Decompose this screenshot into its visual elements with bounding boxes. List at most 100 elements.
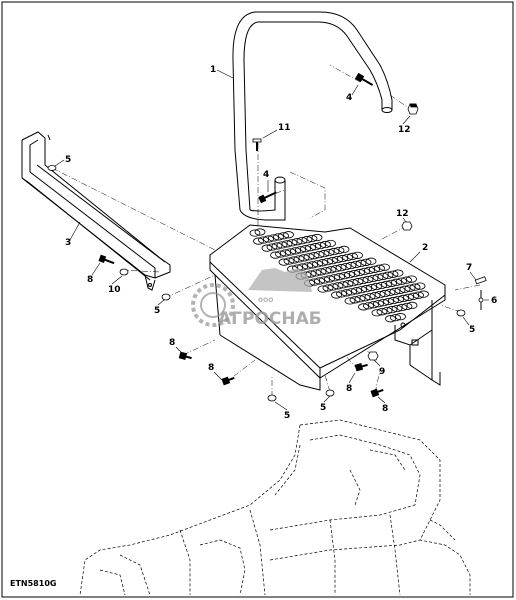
perforation-hole xyxy=(307,261,318,269)
perforation-hole xyxy=(347,252,358,260)
perforation-hole xyxy=(330,265,342,273)
perforation-hole xyxy=(358,303,369,311)
perforation-hole xyxy=(359,294,371,302)
perforation-hole xyxy=(359,267,370,276)
callout-6: 6 xyxy=(491,296,497,306)
callout-7: 7 xyxy=(466,263,472,273)
perforation-hole xyxy=(352,278,364,286)
callout-8-lower-left: 8 xyxy=(208,363,214,373)
perforation-hole xyxy=(408,292,419,300)
perforation-hole xyxy=(315,268,327,276)
perforation-hole xyxy=(310,243,321,251)
perforation-hole xyxy=(396,277,407,285)
perforation-hole xyxy=(341,289,352,297)
perforation-hole xyxy=(391,304,403,313)
perforation-hole xyxy=(364,293,376,301)
perforation-hole xyxy=(322,284,334,292)
perforation-hole xyxy=(399,285,411,293)
perforation-hole xyxy=(364,266,375,274)
perforation-hole xyxy=(278,258,290,266)
perforation-hole xyxy=(342,280,354,288)
perforation-hole xyxy=(291,238,303,246)
perforation-hole xyxy=(362,275,374,284)
callout-10: 10 xyxy=(108,285,121,295)
watermark-company: АГРОСНАБ xyxy=(218,309,322,329)
perforation-hole xyxy=(336,290,347,298)
callout-5-bottom-left: 5 xyxy=(154,306,160,316)
perforation-hole xyxy=(317,259,328,267)
part-3-bracket xyxy=(21,131,171,291)
perforation-hole xyxy=(361,285,372,293)
perforation-hole xyxy=(293,255,305,263)
perforation-hole xyxy=(390,314,401,322)
perforation-hole xyxy=(301,236,313,244)
perforation-hole xyxy=(332,282,344,290)
perforation-hole xyxy=(406,301,418,309)
perforation-hole xyxy=(346,288,357,296)
perforation-hole xyxy=(320,267,332,275)
perforation-hole xyxy=(311,233,323,242)
perforation-hole xyxy=(371,309,383,317)
figure-id: ETN5810G xyxy=(10,579,56,588)
perforation-hole xyxy=(325,239,336,248)
perforation-hole xyxy=(395,313,406,321)
callout-5-right: 5 xyxy=(469,325,475,335)
perforation-hole xyxy=(355,259,367,267)
perforation-hole xyxy=(382,271,394,279)
perforation-hole xyxy=(333,246,345,255)
perforation-hole xyxy=(266,243,278,251)
perforation-hole xyxy=(296,237,308,245)
perforation-hole xyxy=(383,297,394,306)
perforation-hole xyxy=(347,279,359,287)
part-1-handrail xyxy=(232,11,393,221)
callout-leaders xyxy=(54,69,489,411)
perforation-hole xyxy=(376,281,387,290)
perforation-hole xyxy=(253,237,264,245)
part-2-step-platform xyxy=(209,224,446,391)
perforation-hole xyxy=(331,291,342,299)
machine-body-outline xyxy=(79,419,471,596)
perforation-hole xyxy=(360,258,372,266)
perforation-hole xyxy=(418,290,429,298)
perforation-hole xyxy=(328,247,340,256)
callout-8-left: 8 xyxy=(87,275,93,285)
perforation-hole xyxy=(367,274,379,283)
perforation-hole xyxy=(306,234,318,243)
perforation-hole xyxy=(273,233,284,241)
perforation-hole xyxy=(384,288,396,297)
callout-8-middle-left: 8 xyxy=(169,338,175,348)
perforation-hole xyxy=(391,278,402,286)
perforation-hole xyxy=(398,294,409,302)
perforation-hole xyxy=(344,271,355,279)
perforation-hole xyxy=(338,245,350,253)
perforation-hole xyxy=(320,240,331,249)
perforation-hole xyxy=(372,273,384,281)
perforation-hole xyxy=(393,295,404,304)
perforation-hole xyxy=(323,248,335,257)
perforation-hole xyxy=(319,276,330,284)
hardware-fasteners xyxy=(47,72,487,402)
perforation-hole xyxy=(285,248,296,256)
callout-2: 2 xyxy=(422,243,428,253)
perforation-hole xyxy=(286,239,298,247)
perforation-hole xyxy=(340,262,352,271)
perforation-hole xyxy=(283,257,295,265)
perforation-hole xyxy=(374,264,385,272)
perforation-hole xyxy=(315,241,326,250)
perforation-hole xyxy=(406,275,417,283)
perforation-hole xyxy=(313,251,325,259)
perforation-hole xyxy=(339,272,350,280)
perforation-hole xyxy=(377,272,389,280)
perforation-hole xyxy=(354,295,366,303)
perforation-hole xyxy=(290,247,301,255)
perforation-hole xyxy=(270,251,281,259)
perforation-hole xyxy=(334,273,345,281)
perforation-hole xyxy=(261,244,273,252)
perforation-hole xyxy=(302,262,313,270)
perforation-hole xyxy=(268,234,279,242)
perforation-hole xyxy=(385,315,396,323)
perforation-hole xyxy=(389,287,401,295)
callout-12-top: 12 xyxy=(398,125,411,135)
perforation-hole xyxy=(249,229,261,237)
perforation-hole xyxy=(278,232,289,240)
